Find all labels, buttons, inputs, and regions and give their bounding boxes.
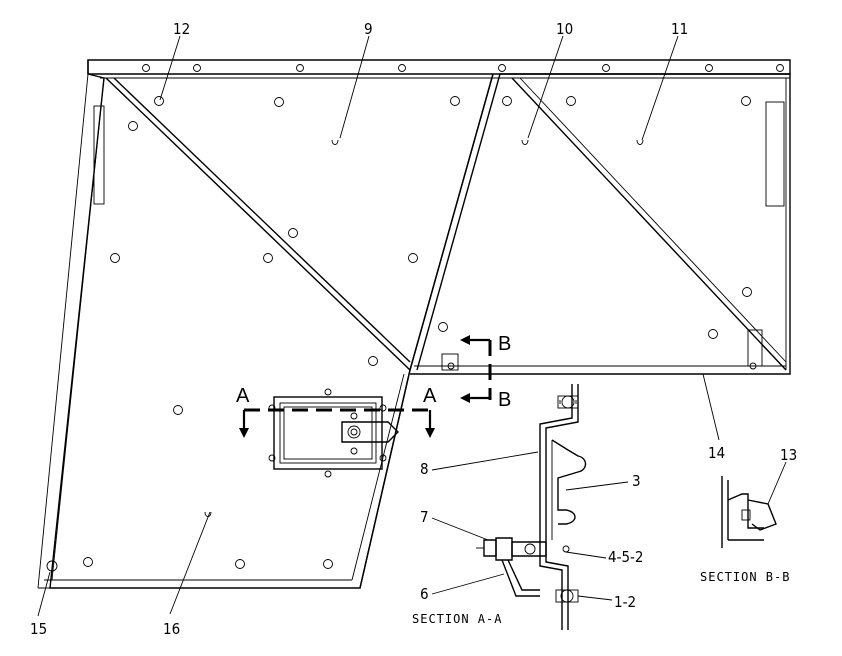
bolt	[323, 559, 333, 569]
bolt	[450, 96, 460, 106]
bolt	[502, 96, 512, 106]
bolt	[46, 560, 58, 572]
bolt	[288, 228, 298, 238]
callouts: 12 9 10 11 14 13 8 3 7 4-5-2 6 1-2 15 16	[30, 20, 797, 638]
callout-3: 3	[632, 472, 641, 490]
fastener-group	[46, 64, 784, 572]
flange-hole	[398, 64, 406, 72]
section-marker-a-left: A	[236, 385, 250, 407]
callout-8: 8	[420, 460, 429, 478]
bolt	[110, 253, 120, 263]
callout-4-5-2: 4-5-2	[608, 548, 644, 566]
bolt	[749, 362, 757, 370]
bolt	[274, 97, 284, 107]
bolt	[566, 96, 576, 106]
flange-hole	[705, 64, 713, 72]
bolt	[128, 121, 138, 131]
callout-14: 14	[708, 444, 725, 462]
section-line-a-a	[239, 408, 435, 438]
leader-lines	[37, 35, 787, 617]
bolt	[83, 557, 93, 567]
section-markers: A A B B	[236, 333, 511, 411]
bolt	[742, 287, 752, 297]
bolt	[263, 253, 273, 263]
callout-15: 15	[30, 620, 47, 638]
callout-9: 9	[364, 20, 373, 38]
section-marker-b-bottom: B	[498, 389, 511, 411]
bolt	[408, 253, 418, 263]
section-marker-a-right: A	[423, 385, 437, 407]
flange-hole	[296, 64, 304, 72]
bolt	[154, 96, 164, 106]
flange-hole	[602, 64, 610, 72]
callout-12: 12	[173, 20, 190, 38]
section-b-b-detail	[721, 476, 777, 548]
bolt	[368, 356, 378, 366]
callout-10: 10	[556, 20, 573, 38]
bolt	[235, 559, 245, 569]
section-marker-b-top: B	[498, 333, 511, 355]
bolt	[741, 96, 751, 106]
callout-16: 16	[163, 620, 180, 638]
callout-11: 11	[671, 20, 688, 38]
callout-7: 7	[420, 508, 429, 526]
callout-6: 6	[420, 585, 429, 603]
section-line-b-b	[460, 335, 492, 403]
bolt	[708, 329, 718, 339]
flange-hole	[193, 64, 201, 72]
bolt	[438, 322, 448, 332]
flange-hole	[498, 64, 506, 72]
caption-section-a-a: SECTION A-A	[412, 612, 502, 626]
callout-1-2: 1-2	[614, 593, 636, 611]
latch-box	[268, 388, 399, 478]
flange-hole	[142, 64, 150, 72]
section-a-a-detail	[476, 384, 587, 630]
caption-section-b-b: SECTION B-B	[700, 570, 790, 584]
callout-13: 13	[780, 446, 797, 464]
bolt	[173, 405, 183, 415]
flange-hole	[776, 64, 784, 72]
section-captions: SECTION A-A SECTION B-B	[412, 570, 790, 626]
bolt	[447, 362, 455, 370]
main-panel-outline	[37, 59, 791, 589]
